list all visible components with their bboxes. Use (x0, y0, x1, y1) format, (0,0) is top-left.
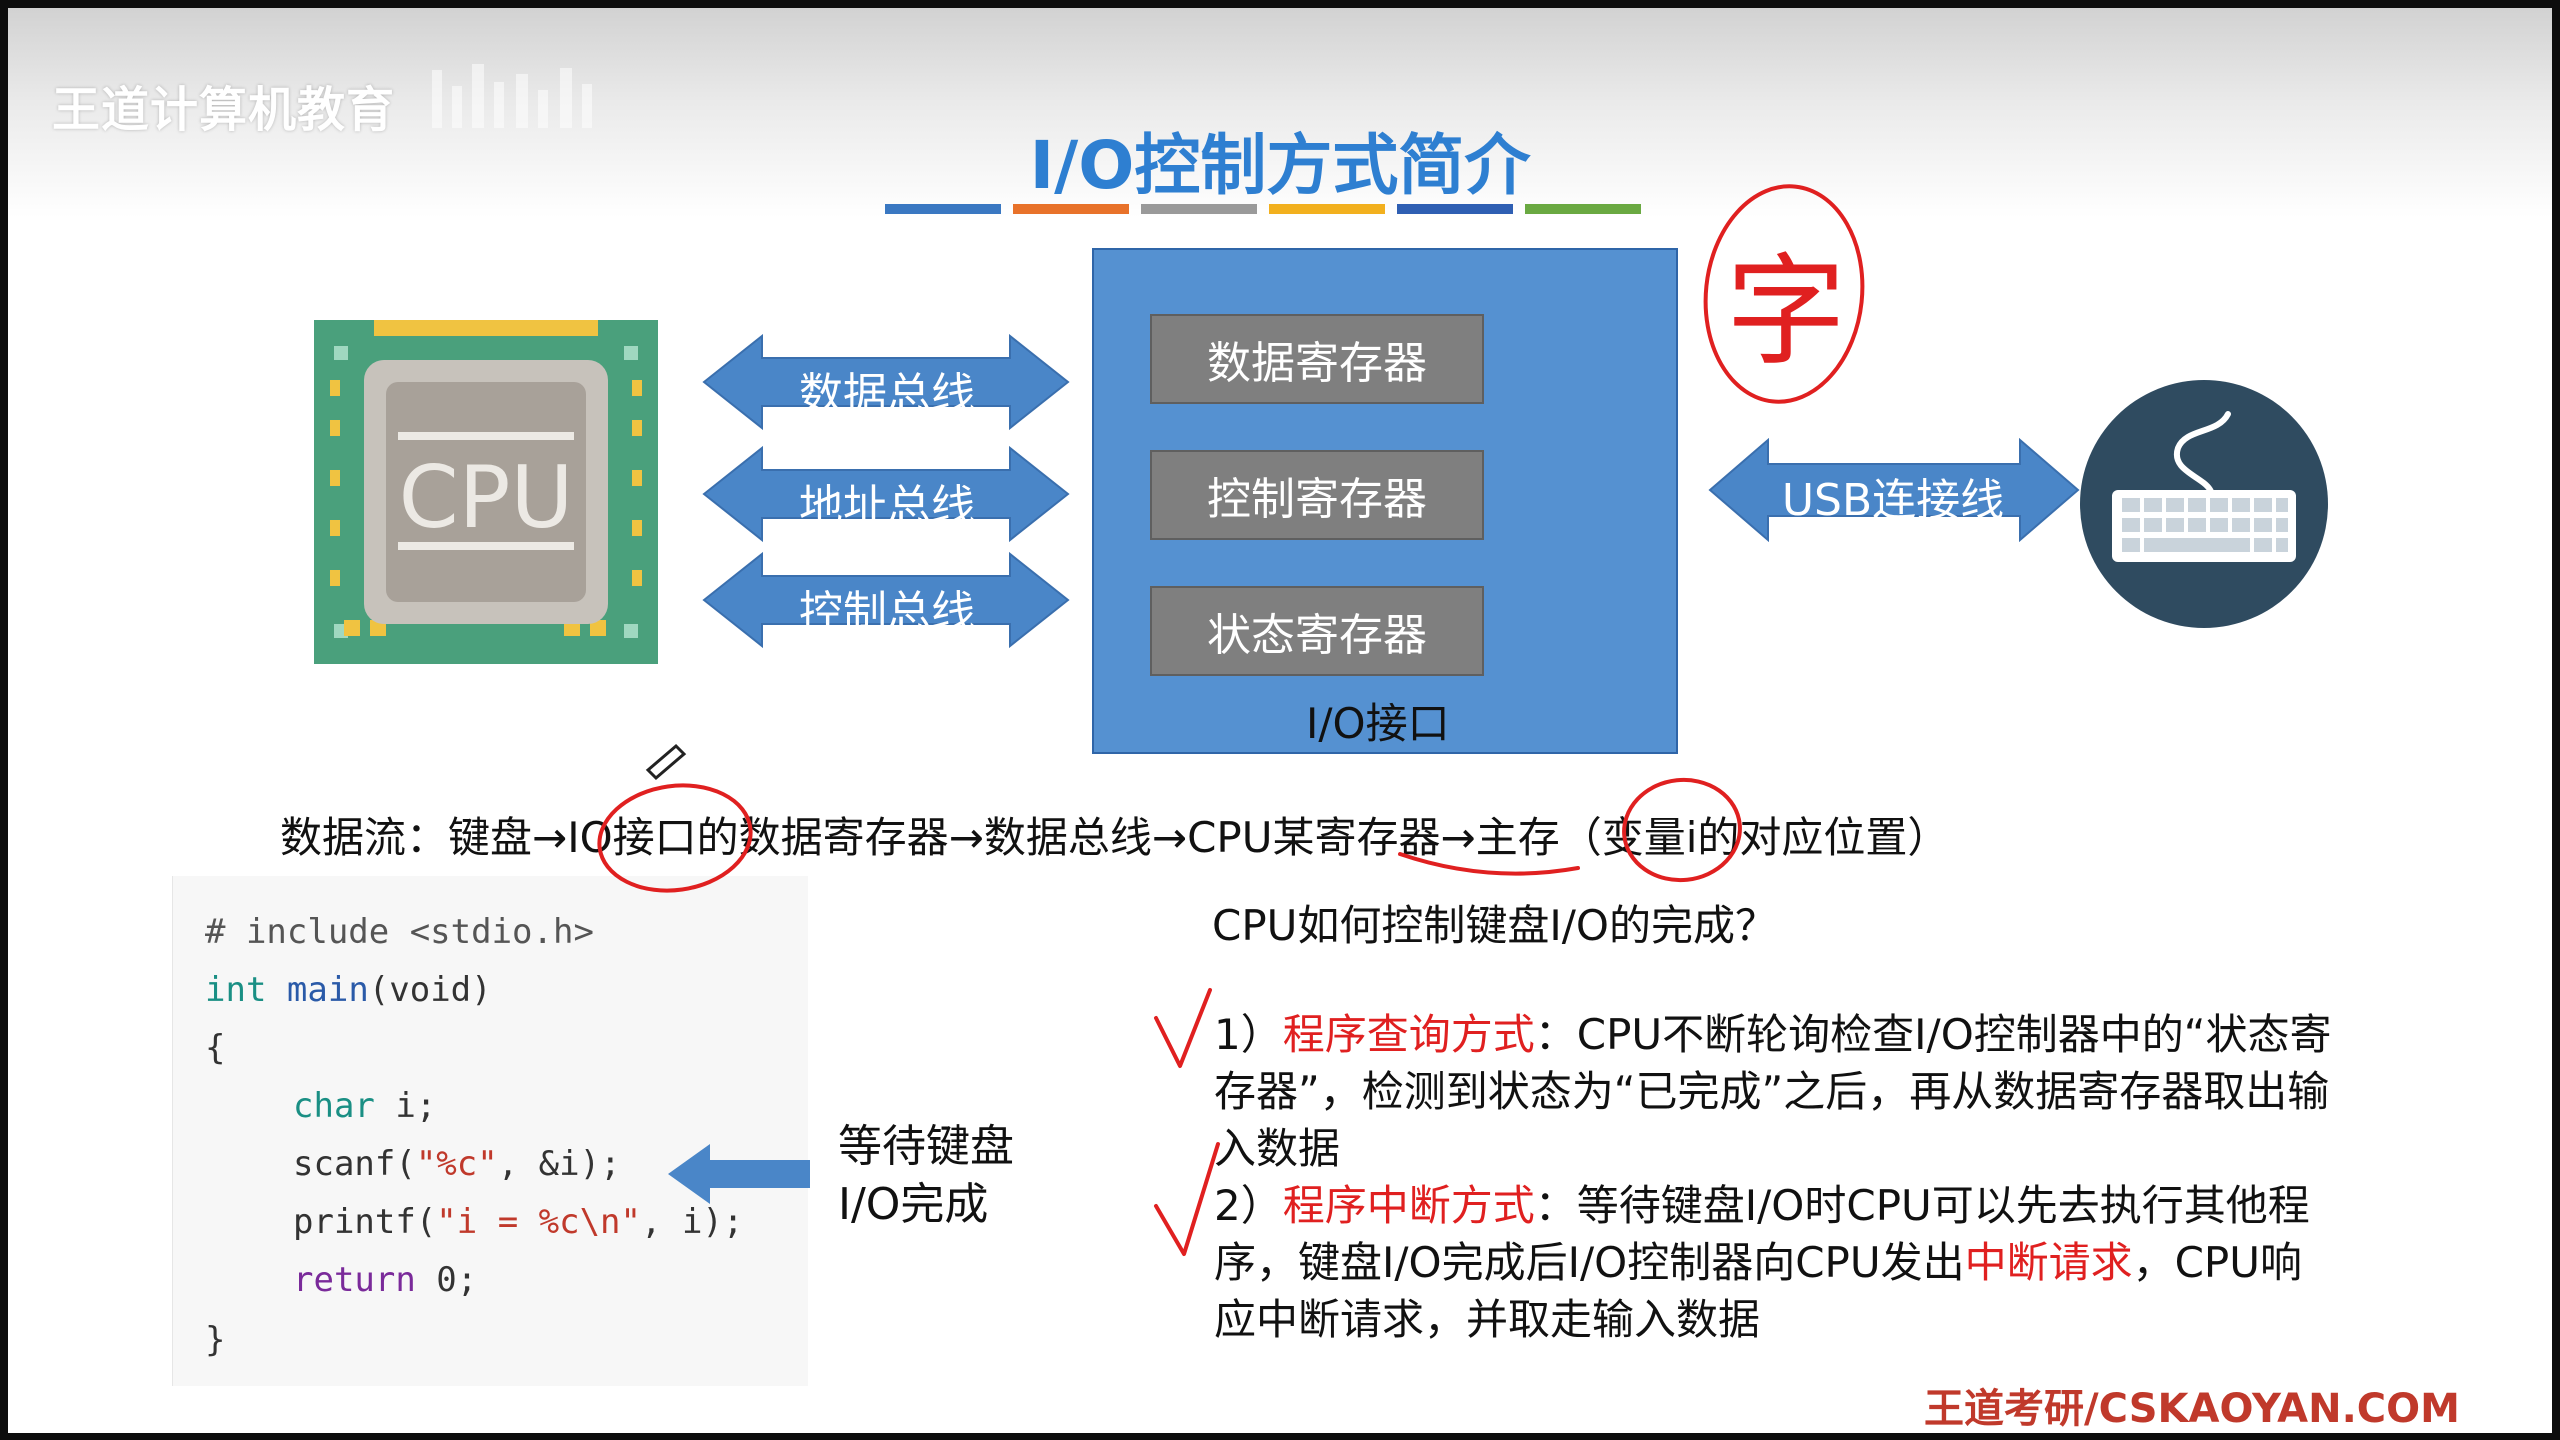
watermark-logo-icon (432, 64, 592, 128)
code-line: printf("i = %c\n", i); (293, 1202, 744, 1242)
wait-keyboard-text: 等待键盘 I/O完成 (838, 1118, 1014, 1234)
annotation-circle-char (1703, 184, 1865, 404)
data-flow-prefix: 数据流： (280, 813, 449, 862)
question-text: CPU如何控制键盘I/O的完成？ (1212, 901, 1777, 950)
footer-brand: 王道考研/CSKAOYAN.COM (1924, 1386, 2460, 1432)
data-flow-arrow: → (1440, 813, 1476, 862)
method-2: 2）程序中断方式：等待键盘I/O时CPU可以先去执行其他程序，键盘I/O完成后I… (1214, 1181, 2310, 1344)
code-line: # include <stdio.h> (205, 912, 594, 952)
code-line: char i; (293, 1086, 437, 1126)
data-flow-line: 数据流：键盘→IO接口的数据寄存器→数据总线→CPU某寄存器→主存（变量i的对应… (280, 804, 1949, 865)
title-bar-segment (1525, 204, 1641, 214)
data-flow-arrow: → (532, 813, 568, 862)
code-line: return 0; (293, 1260, 478, 1300)
watermark-text: 王道计算机教育 (52, 82, 396, 138)
control-bus-arrow (702, 551, 1070, 649)
slide-title: I/O控制方式简介 (1029, 127, 1531, 204)
title-bar-segment (1141, 204, 1257, 214)
data-flow-step: IO接口的数据寄存器 (567, 813, 949, 862)
usb-arrow (1708, 438, 2080, 542)
io-interface-label: I/O接口 (1306, 699, 1450, 748)
title-bar-segment (885, 204, 1001, 214)
annotation-circle-io (597, 783, 753, 893)
usb-label: USB连接线 (1781, 475, 2005, 526)
data-register: 数据寄存器 (1150, 314, 1484, 404)
wait-arrow (668, 1144, 810, 1204)
wait-text-line: I/O完成 (838, 1179, 989, 1230)
title-bar-segment (1269, 204, 1385, 214)
wait-text-line: 等待键盘 (838, 1121, 1014, 1172)
code-line: { (205, 1028, 226, 1068)
control-bus-label: 控制总线 (799, 587, 975, 638)
title-color-bar (885, 204, 1641, 214)
cpu-label: CPU (398, 448, 574, 548)
status-register: 状态寄存器 (1150, 586, 1484, 676)
cpu-chip-icon (314, 320, 658, 664)
handwritten-annotations (597, 184, 1865, 1256)
code-line: } (205, 1320, 226, 1360)
code-line: scanf("%c", &i); (293, 1144, 621, 1184)
code-line: int main(void) (205, 970, 492, 1010)
control-register: 控制寄存器 (1150, 450, 1484, 540)
data-flow-step: 主存 (1475, 813, 1560, 862)
check-mark-icon (1154, 1142, 1220, 1256)
data-bus-arrow (702, 334, 1070, 431)
address-bus-label: 地址总线 (799, 481, 975, 532)
handwritten-character: 字 (1726, 243, 1846, 382)
check-mark-icon (1154, 988, 1212, 1068)
keyboard-icon (2080, 380, 2328, 628)
title-bar-segment (1397, 204, 1513, 214)
io-interface-box: 数据寄存器 控制寄存器 状态寄存器 I/O接口 (1092, 248, 1678, 754)
annotation-circle-memory (1622, 777, 1742, 883)
data-flow-step: 数据总线 (983, 813, 1152, 862)
data-flow-step: 键盘 (448, 813, 533, 862)
bus-arrows (702, 334, 1070, 649)
annotation-underline-cpu (1398, 852, 1580, 876)
address-bus-arrow (702, 445, 1070, 543)
methods-list: 1）程序查询方式：CPU不断轮询检查I/O控制器中的“状态寄存器”，检测到状态为… (1214, 1006, 2334, 1348)
data-flow-arrow: → (1151, 813, 1188, 862)
code-block: # include <stdio.h> int main(void) { cha… (172, 876, 808, 1386)
pen-cursor-icon (645, 743, 687, 781)
data-flow-arrow: → (948, 813, 984, 862)
method-1: 1）程序查询方式：CPU不断轮询检查I/O控制器中的“状态寄存器”，检测到状态为… (1214, 1010, 2332, 1173)
data-bus-label: 数据总线 (799, 369, 975, 420)
cpu-chip: CPU (314, 320, 658, 668)
title-bar-segment (1013, 204, 1129, 214)
slide: 王道计算机教育 I/O控制方式简介 (8, 8, 2552, 1433)
